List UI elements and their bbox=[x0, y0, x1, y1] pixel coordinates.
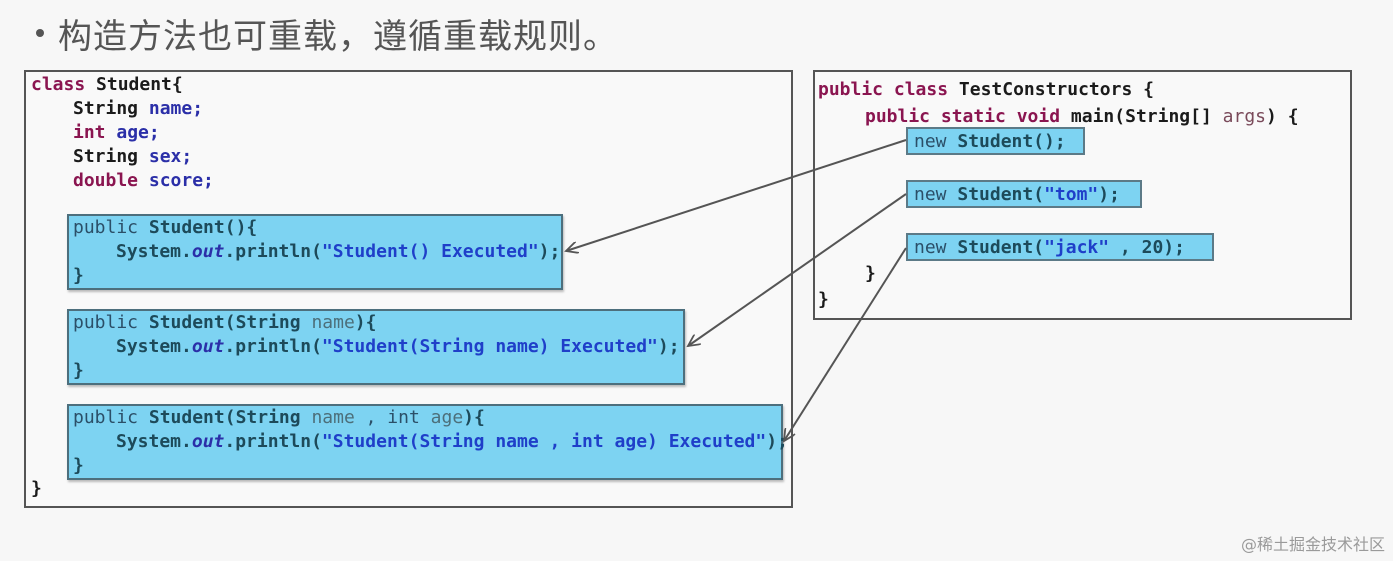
call-2: new Student("jack" , 20); bbox=[906, 233, 1214, 261]
constructor-body: System.out.println("Student(String name)… bbox=[116, 336, 680, 357]
constructor-close: } bbox=[73, 455, 84, 476]
watermark: @稀土掘金技术社区 bbox=[1240, 535, 1385, 554]
constructor-signature: public Student(String name , int age){ bbox=[73, 407, 485, 428]
constructor-signature: public Student(){ bbox=[73, 217, 258, 238]
constructor-call: new Student("jack" , 20); bbox=[914, 237, 1185, 258]
call-0: new Student(); bbox=[906, 127, 1085, 155]
constructor-close: } bbox=[73, 360, 84, 381]
class-header: class Student{ bbox=[31, 74, 183, 95]
constructor-signature: public Student(String name){ bbox=[73, 312, 377, 333]
class-close-brace: } bbox=[31, 478, 42, 499]
main-method-signature: public static void main(String[] args) { bbox=[865, 106, 1299, 127]
constructor-call: new Student(); bbox=[914, 131, 1066, 152]
constructor-call: new Student("tom"); bbox=[914, 184, 1120, 205]
field-line: String name; bbox=[73, 98, 204, 119]
heading-text: 构造方法也可重载，遵循重载规则。 bbox=[58, 16, 618, 57]
field-line: String sex; bbox=[73, 146, 193, 167]
class-close-brace: } bbox=[818, 289, 829, 310]
constructor-body: System.out.println("Student(String name … bbox=[116, 431, 788, 452]
constructor-0: public Student(){ System.out.println("St… bbox=[67, 214, 563, 290]
constructor-body: System.out.println("Student() Executed")… bbox=[116, 241, 561, 262]
constructor-2: public Student(String name , int age){ S… bbox=[67, 404, 788, 480]
constructor-close: } bbox=[73, 265, 84, 286]
slide-heading: 构造方法也可重载，遵循重载规则。 bbox=[36, 8, 618, 58]
constructor-1: public Student(String name){ System.out.… bbox=[67, 309, 685, 385]
field-line: int age; bbox=[73, 122, 160, 143]
bullet-icon bbox=[36, 29, 44, 37]
call-1: new Student("tom"); bbox=[906, 180, 1142, 208]
test-class-header: public class TestConstructors { bbox=[818, 79, 1154, 100]
field-line: double score; bbox=[73, 170, 214, 191]
main-close-brace: } bbox=[865, 263, 876, 284]
